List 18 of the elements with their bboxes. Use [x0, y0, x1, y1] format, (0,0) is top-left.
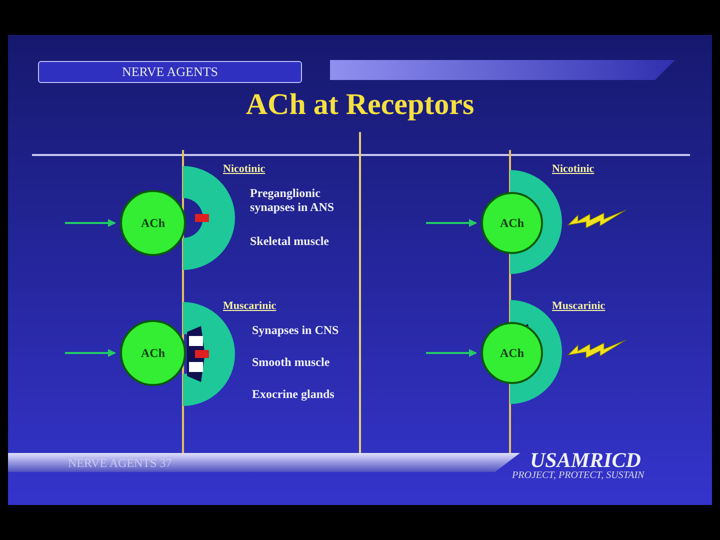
arrow [426, 219, 477, 227]
receptor-location: Smooth muscle [252, 355, 331, 369]
organization-name: USAMRICD [530, 448, 641, 472]
receptor-heading: Muscarinic [552, 300, 606, 312]
receptor-location: Preganglionic synapses in ANS [250, 186, 336, 214]
arrow [65, 349, 116, 357]
receptor-location: Synapses in CNS [252, 323, 340, 337]
arrow [426, 349, 477, 357]
receptor-heading: Nicotinic [223, 163, 266, 175]
motto-text: PROJECT, PROTECT, SUSTAIN [512, 470, 644, 481]
arrow [65, 219, 116, 227]
receptor-heading: Muscarinic [223, 300, 276, 312]
receptor-location: Skeletal muscle [250, 234, 330, 248]
slide-title: ACh at Receptors [244, 88, 476, 122]
receptor-heading: Nicotinic [552, 163, 594, 175]
footer-label: NERVE AGENTS 37 [68, 456, 172, 471]
receptor-location: Exocrine glands [252, 387, 336, 401]
header-label: NERVE AGENTS [38, 61, 302, 83]
